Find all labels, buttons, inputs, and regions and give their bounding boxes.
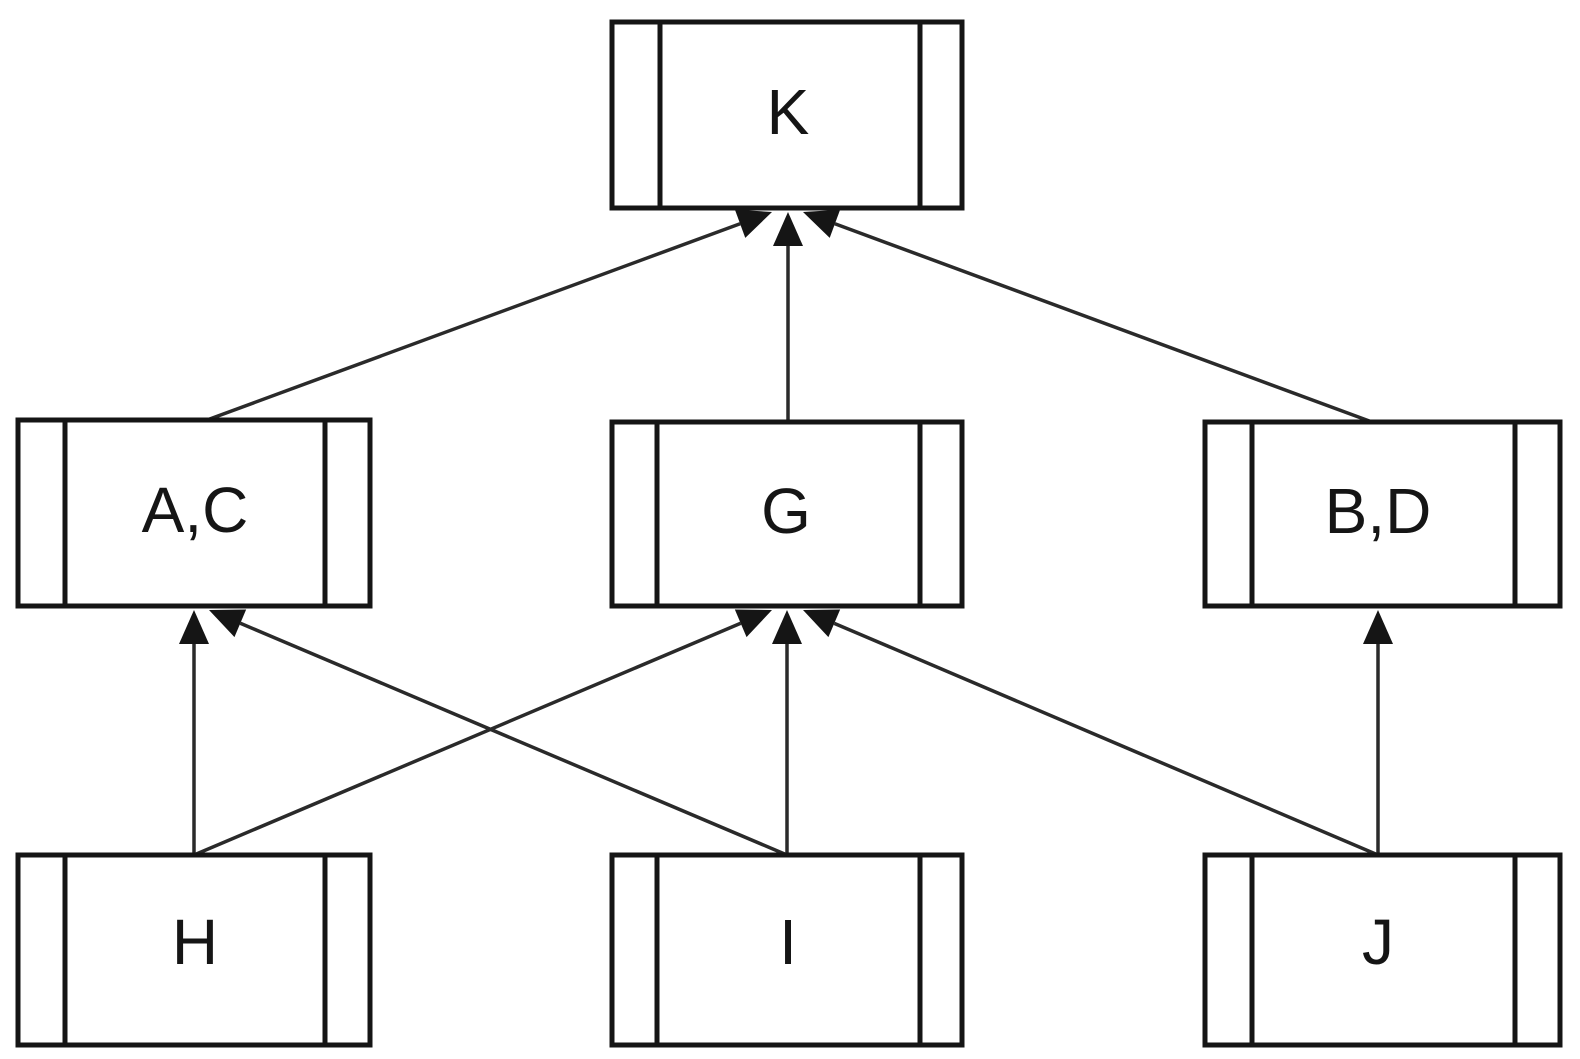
node-box[interactable] xyxy=(609,19,965,211)
nodes-layer: K A,C G B,D H I J xyxy=(15,19,1563,1048)
node-label: I xyxy=(779,906,797,978)
edge-ac-k xyxy=(206,209,772,422)
edge-line xyxy=(239,621,788,857)
node-k[interactable]: K xyxy=(609,19,965,211)
arrowhead-icon xyxy=(1363,610,1393,644)
node-j[interactable]: J xyxy=(1202,852,1563,1048)
node-box[interactable] xyxy=(1202,852,1563,1048)
arrowhead-icon xyxy=(734,609,772,638)
edge-g-k xyxy=(773,212,803,422)
node-label: G xyxy=(761,475,811,547)
node-label: B,D xyxy=(1325,475,1432,547)
arrowhead-icon xyxy=(179,610,209,644)
arrowhead-icon xyxy=(803,209,841,238)
edge-line xyxy=(834,222,1373,424)
edges-layer xyxy=(179,209,1393,857)
node-h[interactable]: H xyxy=(15,852,373,1048)
edge-j-g xyxy=(803,609,1379,857)
node-label: H xyxy=(172,906,218,978)
edge-h-ac xyxy=(179,610,209,855)
node-box[interactable] xyxy=(15,852,373,1048)
edge-bd-k xyxy=(803,209,1373,424)
edge-h-g xyxy=(193,609,772,857)
node-g[interactable]: G xyxy=(609,419,965,609)
arrowhead-icon xyxy=(772,610,802,644)
edge-line xyxy=(193,621,742,857)
arrowhead-icon xyxy=(803,609,841,638)
arrowhead-icon xyxy=(734,209,772,238)
node-box[interactable] xyxy=(609,852,965,1048)
node-i[interactable]: I xyxy=(609,852,965,1048)
edge-line xyxy=(833,621,1379,857)
node-ac[interactable]: A,C xyxy=(15,417,373,609)
edge-line xyxy=(206,222,741,422)
arrowhead-icon xyxy=(773,212,803,246)
node-box[interactable] xyxy=(609,419,965,609)
edge-i-ac xyxy=(209,609,788,857)
node-label: A,C xyxy=(142,474,249,546)
arrowhead-icon xyxy=(209,609,247,638)
edge-i-g xyxy=(772,610,802,855)
node-box[interactable] xyxy=(1202,419,1563,609)
node-box[interactable] xyxy=(15,417,373,609)
node-label: K xyxy=(767,76,810,148)
node-label: J xyxy=(1362,906,1394,978)
edge-j-bd xyxy=(1363,610,1393,855)
node-bd[interactable]: B,D xyxy=(1202,419,1563,609)
